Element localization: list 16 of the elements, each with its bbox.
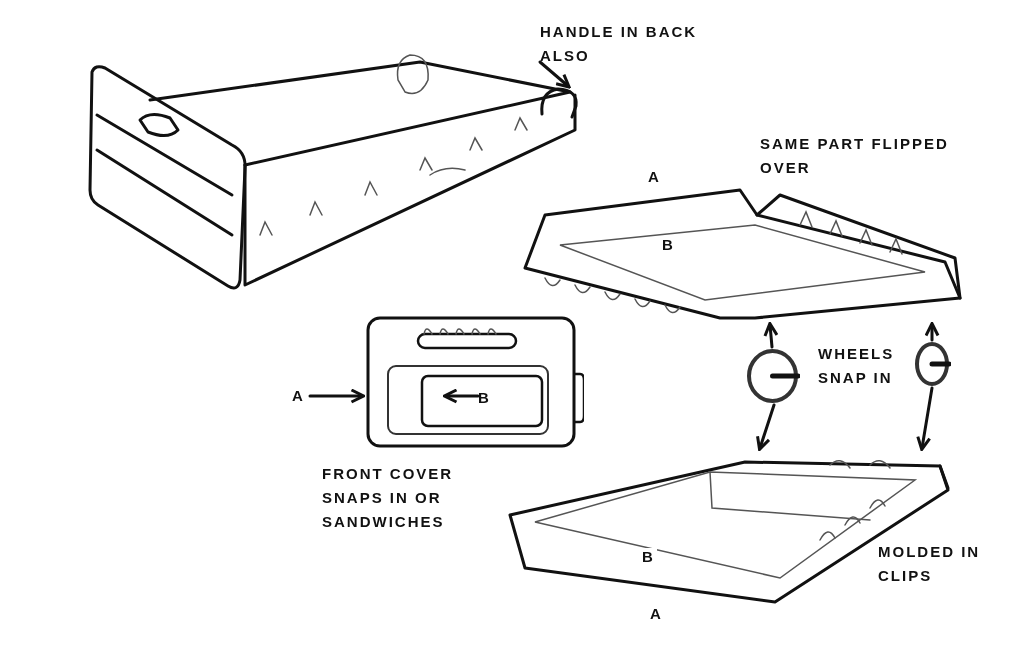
part-letter: B — [478, 386, 496, 410]
arrow — [916, 386, 934, 451]
note-text: HANDLE IN BACK ALSO — [540, 20, 720, 68]
note-text: FRONT COVER SNAPS IN OR SANDWICHES — [322, 464, 455, 532]
part-letter: A — [648, 167, 661, 187]
arrow — [308, 388, 365, 404]
arrow — [924, 322, 940, 342]
note-text: MOLDED IN CLIPS — [878, 542, 982, 586]
arrow — [763, 322, 779, 349]
note-text: WHEELS SNAP IN — [818, 344, 896, 388]
part-letter: A — [292, 384, 310, 408]
arrow — [538, 60, 571, 89]
note-text: SAME PART FLIPPED OVER — [760, 134, 950, 178]
part-letter: A — [650, 604, 663, 624]
arrow — [756, 403, 776, 451]
arrow — [443, 388, 480, 404]
